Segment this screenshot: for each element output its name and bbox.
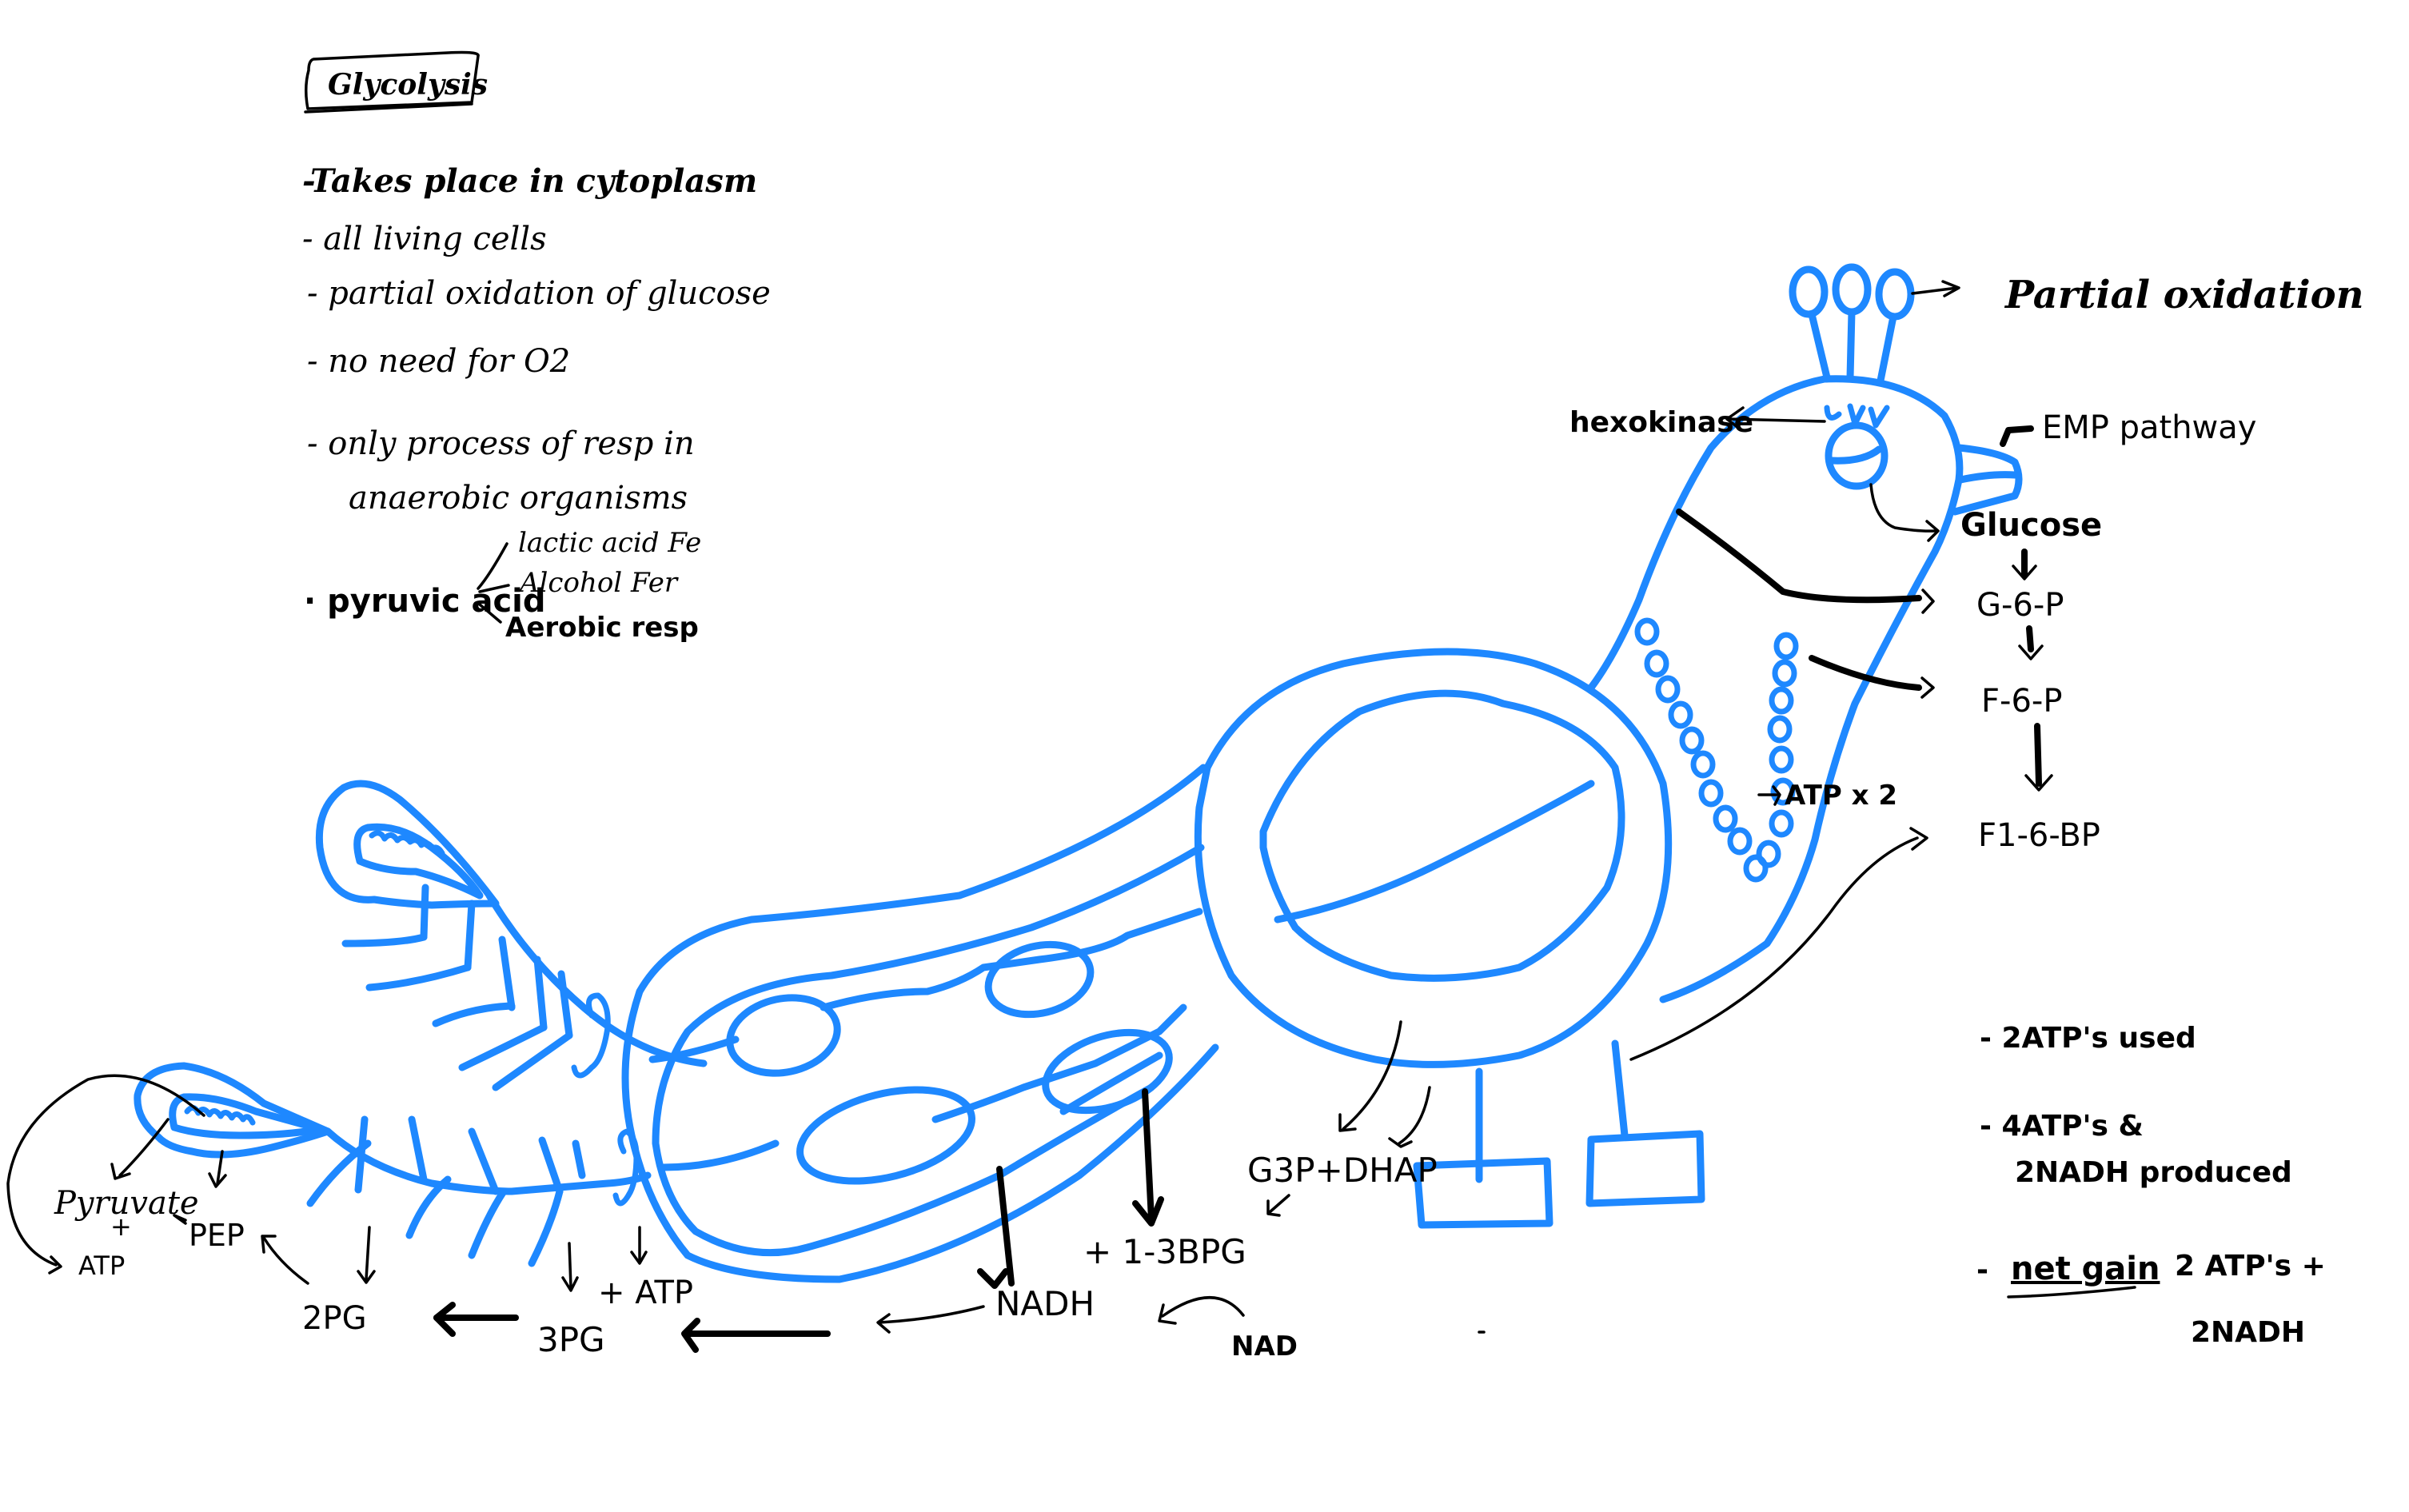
partial-oxidation-label: Partial oxidation xyxy=(2004,273,2364,317)
pyruvate-label: Pyruvate xyxy=(54,1185,199,1222)
pyruvic-acid-label: · pyruvic acid xyxy=(304,583,546,620)
nadh-label: NADH xyxy=(995,1284,1095,1323)
summary-dash: - xyxy=(1976,1254,1988,1287)
pep-label: PEP xyxy=(189,1218,245,1253)
tail-body xyxy=(621,764,1219,1283)
atp-x2-label: ATP x 2 xyxy=(1785,780,1897,812)
note-anaerobic: anaerobic organisms xyxy=(349,480,688,517)
bpg-label: + 1-3BPG xyxy=(1083,1232,1246,1271)
title-box: Glycolysis xyxy=(304,50,488,114)
f6p-label: F-6-P xyxy=(1981,683,2062,720)
g3p-dhap-label: G3P+DHAP xyxy=(1247,1151,1438,1190)
pyruvate-atp: ATP xyxy=(78,1251,125,1281)
branch-alcohol: Alcohol Fer xyxy=(517,567,679,599)
summary-nadh-produced: 2NADH produced xyxy=(2015,1156,2292,1189)
pyruvic-acid-branches: · pyruvic acid lactic acid Fe Alcohol Fe… xyxy=(304,527,701,644)
notes-list: -Takes place in cytoplasm - all living c… xyxy=(302,162,771,517)
hexokinase-label-group: hexokinase xyxy=(1569,406,1826,439)
2pg-label: 2PG xyxy=(302,1300,367,1337)
summary-atp-produced: - 4ATP's & xyxy=(1980,1110,2144,1143)
crest-label: Partial oxidation xyxy=(1911,273,2364,317)
bottom-pathway: G3P+DHAP + 1-3BPG NADH NAD 3PG + ATP 2PG xyxy=(6,1020,1438,1362)
emp-label-group: EMP pathway xyxy=(2000,409,2256,447)
upper-feather xyxy=(315,780,708,1091)
glucose-label: Glucose xyxy=(1960,507,2102,544)
summary-notes: - 2ATP's used - 4ATP's & 2NADH produced … xyxy=(1976,1022,2326,1349)
glucose-label-group: Glucose xyxy=(1869,483,2102,544)
peacock-drawing xyxy=(134,263,2023,1283)
summary-net-gain-label: net gain xyxy=(2011,1251,2160,1287)
note-living-cells: - all living cells xyxy=(302,221,547,257)
branch-aerobic: Aerobic resp xyxy=(505,612,699,644)
hexokinase-label: hexokinase xyxy=(1569,406,1753,439)
body-ring xyxy=(1194,648,1673,1068)
branch-lactic: lactic acid Fe xyxy=(518,527,701,559)
3pg-label: 3PG xyxy=(537,1320,605,1359)
pathway-arrows: G-6-P F-6-P F1-6-BP ATP x 2 xyxy=(1629,509,2100,1061)
summary-net-gain-nadh: 2NADH xyxy=(2191,1316,2305,1349)
note-no-oxygen: - no need for O2 xyxy=(307,343,570,380)
summary-net-gain-atp: 2 ATP's + xyxy=(2175,1250,2326,1283)
beak xyxy=(1951,444,2023,516)
summary-atp-used: - 2ATP's used xyxy=(1980,1022,2196,1055)
g6p-label: G-6-P xyxy=(1976,587,2064,624)
3pg-atp-label: + ATP xyxy=(598,1275,693,1311)
note-only-process: - only process of resp in xyxy=(307,425,695,462)
legs xyxy=(1413,1039,1705,1229)
lower-feather xyxy=(134,1062,652,1267)
page-title: Glycolysis xyxy=(328,68,488,102)
crest xyxy=(1789,263,1915,385)
pyruvate-plus: + xyxy=(110,1211,132,1242)
note-partial-oxidation: - partial oxidation of glucose xyxy=(307,275,771,312)
nad-label: NAD xyxy=(1231,1330,1298,1362)
peacock-eye xyxy=(1824,403,1890,490)
head-neck xyxy=(1659,375,1964,1003)
f16bp-label: F1-6-BP xyxy=(1978,817,2100,854)
note-cytoplasm: -Takes place in cytoplasm xyxy=(302,162,757,200)
emp-pathway-label: EMP pathway xyxy=(2042,409,2256,446)
necklace xyxy=(1634,617,1799,883)
